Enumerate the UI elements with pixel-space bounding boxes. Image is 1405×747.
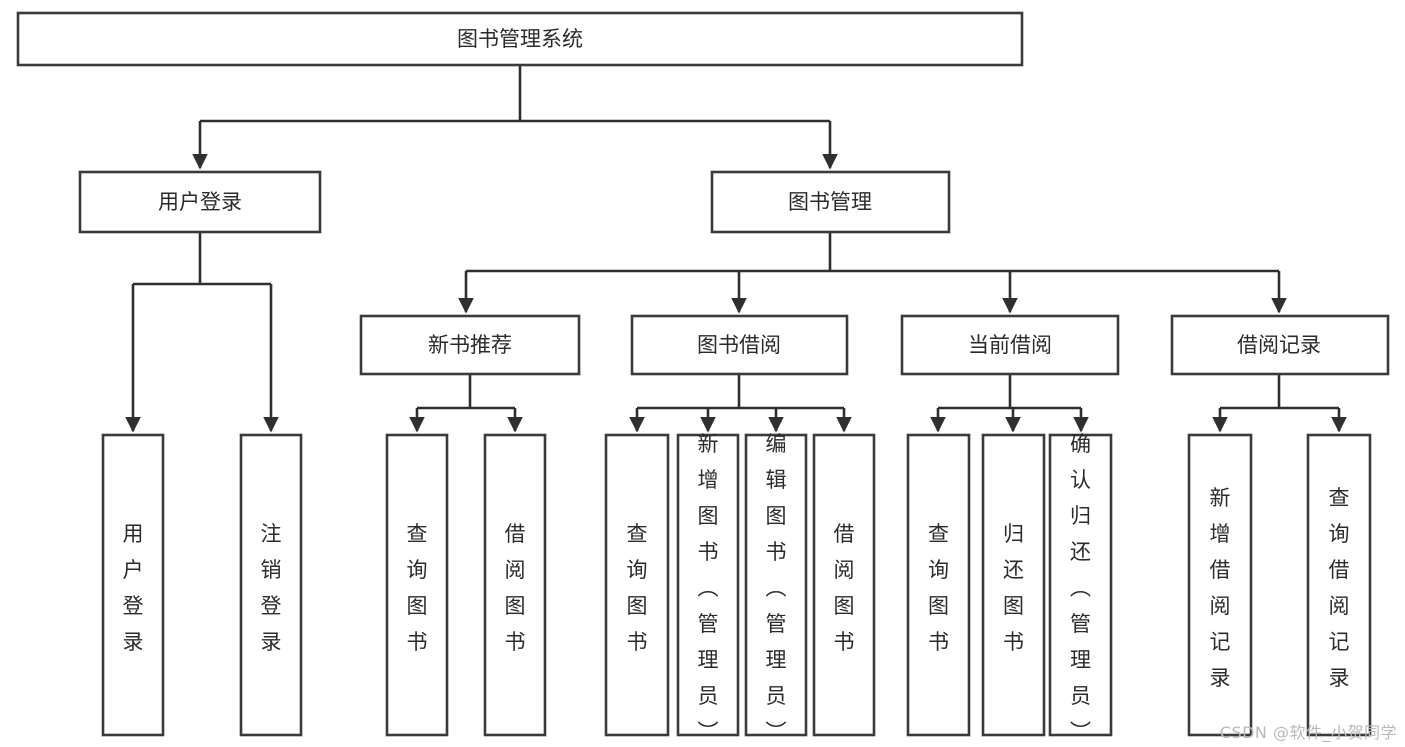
node-leaf-query-record-label: 查询借阅记录: [1329, 486, 1350, 690]
node-borrow-record[interactable]: 借阅记录: [1170, 314, 1390, 376]
node-leaf-borrow-book-2-label: 借阅图书: [834, 522, 855, 654]
node-book-manage-box[interactable]: [710, 170, 951, 234]
node-borrow-record-label: 借阅记录: [1237, 333, 1321, 357]
node-leaf-user-login[interactable]: 用户登录: [101, 433, 165, 737]
node-leaf-query-book-3-box[interactable]: [906, 433, 971, 737]
node-leaf-return-book[interactable]: 归还图书: [981, 433, 1046, 737]
leaves-layer: 用户登录 注销登录 查询图书 借阅图书 查询图书 新增图书︵管理员︶ 编辑图书︵管理员︶ 借阅…: [101, 432, 1372, 744]
node-leaf-edit-book[interactable]: 编辑图书︵管理员︶: [744, 432, 808, 744]
node-leaf-return-book-label: 归还图书: [1003, 522, 1024, 654]
node-leaf-query-book-3-label: 查询图书: [928, 522, 949, 654]
node-leaf-edit-book-label: 编辑图书︵管理员︶: [766, 432, 787, 744]
node-leaf-confirm-return-box[interactable]: [1048, 433, 1113, 737]
node-leaf-query-book-2-label: 查询图书: [627, 522, 648, 654]
node-leaf-logout-label: 注销登录: [261, 522, 282, 654]
node-current-borrow[interactable]: 当前借阅: [900, 314, 1120, 376]
node-leaf-query-record[interactable]: 查询借阅记录: [1306, 433, 1372, 737]
node-book-borrow[interactable]: 图书借阅: [630, 314, 849, 376]
node-leaf-borrow-book-1-label: 借阅图书: [505, 522, 526, 654]
node-leaf-return-book-box[interactable]: [981, 433, 1046, 737]
node-book-manage-label: 图书管理: [788, 190, 872, 214]
node-root-box[interactable]: [16, 11, 1024, 67]
node-book-borrow-label: 图书借阅: [697, 333, 781, 357]
node-leaf-logout[interactable]: 注销登录: [239, 433, 303, 737]
connectors-layer: [125, 65, 1347, 433]
node-root[interactable]: 图书管理系统: [16, 11, 1024, 67]
node-leaf-borrow-book-2[interactable]: 借阅图书: [812, 433, 876, 737]
node-new-book-recommend[interactable]: 新书推荐: [359, 314, 581, 376]
node-leaf-logout-box[interactable]: [239, 433, 303, 737]
node-leaf-edit-book-box[interactable]: [744, 433, 808, 737]
node-leaf-user-login-label: 用户登录: [123, 522, 144, 654]
node-book-manage[interactable]: 图书管理: [710, 170, 951, 234]
node-leaf-query-book-3[interactable]: 查询图书: [906, 433, 971, 737]
node-leaf-query-book-1[interactable]: 查询图书: [385, 433, 449, 737]
node-new-book-recommend-label: 新书推荐: [428, 333, 512, 357]
node-leaf-query-book-2-box[interactable]: [604, 433, 670, 737]
node-leaf-query-book-1-box[interactable]: [385, 433, 449, 737]
node-root-label: 图书管理系统: [457, 27, 583, 51]
node-leaf-add-book-label: 新增图书︵管理员︶: [698, 432, 719, 744]
node-leaf-borrow-book-2-box[interactable]: [812, 433, 876, 737]
node-new-book-recommend-box[interactable]: [359, 314, 581, 376]
node-leaf-query-book-2[interactable]: 查询图书: [604, 433, 670, 737]
node-leaf-confirm-return-label: 确认归还︵管理员︶: [1070, 432, 1091, 744]
node-leaf-add-record-box[interactable]: [1187, 433, 1253, 737]
node-leaf-add-record-label: 新增借阅记录: [1210, 486, 1231, 690]
node-current-borrow-box[interactable]: [900, 314, 1120, 376]
node-leaf-query-book-1-label: 查询图书: [407, 522, 428, 654]
node-leaf-query-record-box[interactable]: [1306, 433, 1372, 737]
node-leaf-add-book[interactable]: 新增图书︵管理员︶: [676, 432, 740, 744]
node-leaf-borrow-book-1[interactable]: 借阅图书: [483, 433, 547, 737]
node-leaf-add-book-box[interactable]: [676, 433, 740, 737]
node-borrow-record-box[interactable]: [1170, 314, 1390, 376]
node-leaf-user-login-box[interactable]: [101, 433, 165, 737]
node-leaf-borrow-book-1-box[interactable]: [483, 433, 547, 737]
node-leaf-confirm-return[interactable]: 确认归还︵管理员︶: [1048, 432, 1113, 744]
node-user-login-label: 用户登录: [158, 190, 242, 214]
node-current-borrow-label: 当前借阅: [968, 333, 1052, 357]
node-book-borrow-box[interactable]: [630, 314, 849, 376]
node-user-login[interactable]: 用户登录: [78, 170, 322, 234]
node-leaf-add-record[interactable]: 新增借阅记录: [1187, 433, 1253, 737]
node-user-login-box[interactable]: [78, 170, 322, 234]
csdn-watermark: CSDN @软件_小贺同学: [1219, 723, 1397, 742]
